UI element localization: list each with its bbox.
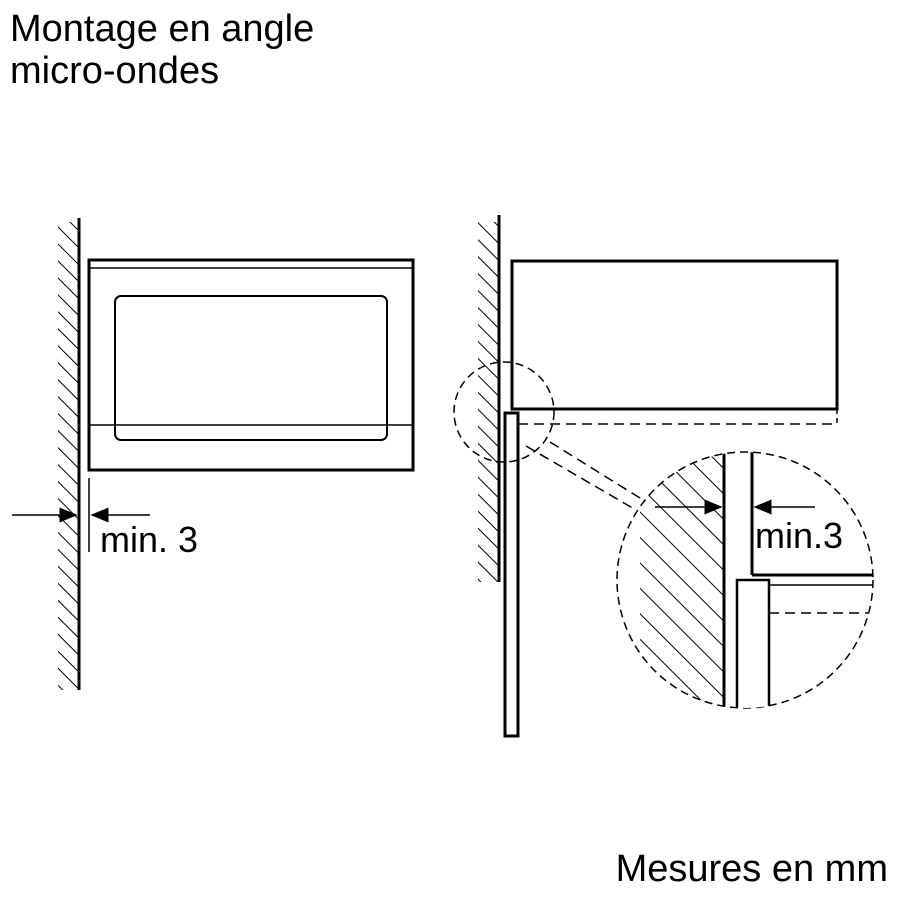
left-view: min. 3 xyxy=(12,218,415,690)
diagram-title: Montage en angle micro-ondes xyxy=(10,8,314,92)
detail-wall-hatch xyxy=(640,452,724,708)
units-note: Mesures en mm xyxy=(615,848,888,890)
cabinet-side-panel xyxy=(503,411,520,738)
microwave-front xyxy=(87,258,415,472)
left-clearance-dimension: min. 3 xyxy=(12,478,198,560)
title-line-2: micro-ondes xyxy=(10,50,220,92)
detail-cabinet-panel xyxy=(735,578,771,708)
right-view: min.3 xyxy=(453,215,874,738)
left-wall xyxy=(58,218,81,690)
right-clearance-label: min.3 xyxy=(755,515,843,556)
title-line-1: Montage en angle xyxy=(10,8,315,50)
right-wall xyxy=(478,215,501,582)
magnified-detail: min.3 xyxy=(616,451,874,709)
right-clearance-dimension: min.3 xyxy=(655,499,843,556)
left-clearance-label: min. 3 xyxy=(100,519,198,560)
detail-marker-circle xyxy=(453,361,555,463)
microwave-side xyxy=(510,259,839,425)
